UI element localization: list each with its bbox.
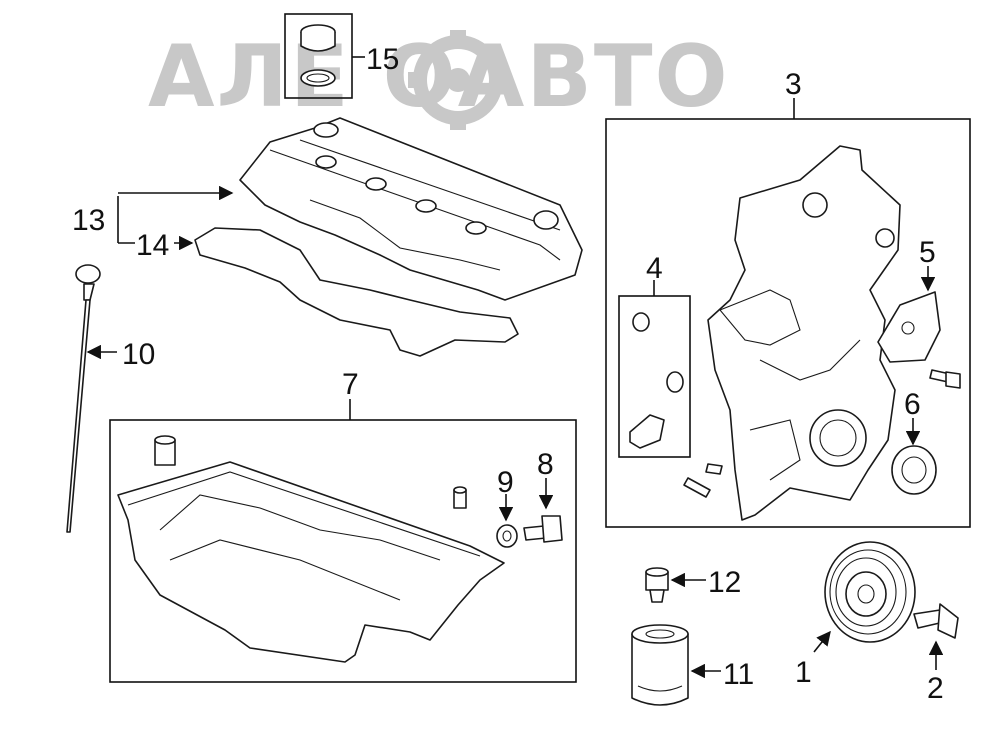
oil-filter <box>631 624 689 706</box>
callout-1: 1 <box>795 656 812 689</box>
callout-15: 15 <box>366 43 399 76</box>
crank-seal <box>891 445 937 495</box>
callout-2: 2 <box>927 672 944 705</box>
crank-pulley <box>824 541 916 643</box>
callout-labels: 15 13 14 10 7 9 8 3 4 5 6 <box>72 43 944 705</box>
seal-kit <box>629 312 684 449</box>
timing-chain-cover <box>707 145 901 521</box>
oil-filler-cap <box>284 13 353 99</box>
callout-10: 10 <box>122 338 155 371</box>
callout-6: 6 <box>904 388 921 421</box>
drain-bolt <box>523 515 563 543</box>
callout-4: 4 <box>646 252 663 285</box>
cover-plate <box>877 291 941 363</box>
bolt-small-right <box>929 369 961 389</box>
oil-pan <box>117 435 505 663</box>
valve-cover <box>239 117 583 301</box>
callout-13: 13 <box>72 204 105 237</box>
timing-cover-box <box>605 118 971 528</box>
gear-icon <box>408 30 508 130</box>
callout-14: 14 <box>136 229 169 262</box>
bolt-lower-left <box>683 463 723 498</box>
cap-box <box>284 13 353 99</box>
callout-3: 3 <box>785 68 802 101</box>
callout-8: 8 <box>537 448 554 481</box>
dipstick <box>66 264 101 533</box>
valve-cover-gasket <box>194 227 519 357</box>
drain-washer <box>496 524 518 548</box>
watermark-logo: АЛЕ ОАВТО <box>148 27 728 130</box>
callout-9: 9 <box>497 466 514 499</box>
callout-5: 5 <box>919 236 936 269</box>
callout-11: 11 <box>723 658 754 691</box>
oil-sender-plug <box>645 567 669 603</box>
callout-7: 7 <box>342 368 359 401</box>
callout-12: 12 <box>708 566 741 599</box>
pulley-bolt <box>913 603 959 639</box>
oil-pan-box <box>109 419 577 683</box>
